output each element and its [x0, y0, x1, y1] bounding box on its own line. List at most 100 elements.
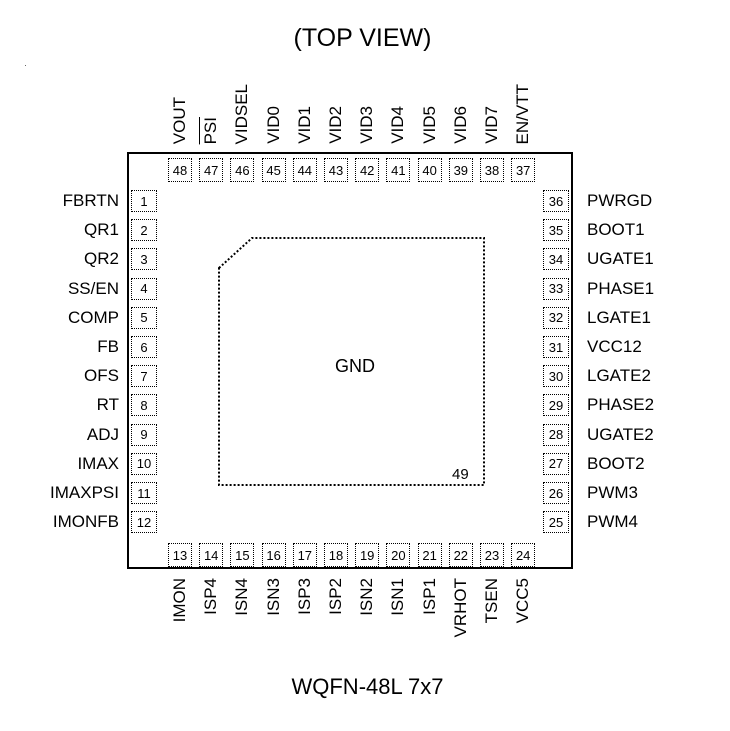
pin-number-box: 20 [386, 543, 411, 567]
pin-label: VRHOT [450, 578, 470, 638]
pin-number-box: 14 [199, 543, 224, 567]
pin-label: VID0 [263, 106, 283, 144]
pin-label: OFS [84, 366, 119, 386]
pin-number-box: 24 [511, 543, 536, 567]
pin-label-wrapper: VID3 [354, 70, 380, 144]
pin-label: ISP2 [326, 578, 345, 615]
pin-number-box: 4 [131, 277, 157, 300]
pin-label-wrapper: VID4 [385, 70, 411, 144]
pin-label: VCC12 [587, 337, 642, 356]
pin-label-wrapper: ISP3 [292, 578, 318, 656]
pin-label: IMAX [77, 453, 119, 473]
pin-number-box: 28 [543, 423, 569, 446]
pin-label: VIDSEL [232, 83, 252, 144]
pin-number-box: 7 [131, 365, 157, 388]
pin-label-wrapper: ISN2 [354, 578, 380, 656]
pin-number-box: 10 [131, 452, 157, 475]
pin-number-box: 15 [230, 543, 255, 567]
pin-label: IMONFB [52, 512, 119, 532]
pin-number-box: 31 [543, 336, 569, 358]
pin-label-wrapper: ISN3 [261, 578, 287, 656]
pin-number-box: 46 [230, 158, 255, 182]
pin-number-box: 25 [543, 511, 569, 534]
pin-label: ISN1 [388, 578, 408, 616]
pin-number-box: 32 [543, 306, 569, 329]
pin-label: ISN4 [232, 578, 252, 616]
pin-label: LGATE1 [587, 307, 651, 327]
pin-label: BOOT1 [587, 220, 645, 240]
pin-number-box: 16 [261, 543, 286, 567]
pin-label-wrapper: VID0 [261, 70, 287, 144]
pin-number-box: 19 [355, 543, 380, 567]
pin-number-box: 40 [417, 158, 442, 182]
pin-label: COMP [68, 307, 119, 327]
pin-number-box: 29 [543, 394, 569, 417]
pin-label-wrapper: VID1 [292, 70, 318, 144]
pin-number-box: 13 [168, 543, 192, 567]
pin-label: ISP4 [201, 578, 221, 615]
pin-label-wrapper: ISP4 [198, 578, 224, 656]
pin-label-wrapper: VID6 [448, 70, 474, 144]
pin-number-box: 23 [480, 543, 504, 567]
pin-number-box: 45 [261, 158, 286, 182]
pin-number-box: 27 [543, 452, 569, 475]
exposed-pad-label: GND [335, 356, 375, 376]
pin-label: EN/VTT [513, 83, 533, 144]
pin-label: PHASE1 [587, 278, 655, 298]
pin-label: IMON [170, 578, 189, 623]
pin-label: QR1 [84, 220, 119, 240]
pin-number-box: 38 [480, 158, 504, 182]
pin-number-box: 12 [131, 511, 157, 534]
pin-number-box: 17 [292, 543, 317, 567]
pin-label: PWRGD [587, 191, 653, 210]
stray-dot [25, 65, 26, 66]
pin-label-wrapper: VCC5 [510, 578, 536, 656]
pin-label: ADJ [86, 424, 119, 444]
pin-label: IMAXPSI [50, 483, 119, 502]
pin-number-box: 18 [324, 543, 348, 567]
pin-label: ISN3 [263, 578, 283, 616]
pin-label: RT [96, 395, 119, 415]
pin-label: UGATE2 [587, 424, 654, 444]
pin-label: TSEN [482, 578, 501, 624]
pin-number-box: 48 [168, 158, 192, 182]
pin-label: ISP3 [294, 578, 314, 615]
pin-label-wrapper: VOUT [167, 70, 193, 144]
pin-label: VID3 [357, 106, 377, 144]
pin-label-wrapper: ISN4 [229, 578, 255, 656]
pin-number-box: 35 [543, 219, 569, 242]
pin-label: PWM3 [587, 483, 638, 502]
pin-label: VID7 [482, 106, 501, 144]
pin-number-box: 33 [543, 277, 569, 300]
pin-label: QR2 [84, 249, 119, 269]
pin-label: FB [97, 337, 119, 356]
pin-label: PSI [201, 116, 221, 144]
pin-label: VCC5 [513, 578, 533, 624]
pin-label-wrapper: VID2 [323, 70, 349, 144]
pin-label: FBRTN [62, 191, 119, 210]
pin-number-box: 42 [355, 158, 380, 182]
pin-label-wrapper: PSI [198, 70, 224, 144]
pin-number-box: 3 [131, 248, 157, 271]
pin-label: BOOT2 [587, 453, 645, 473]
pin-number-box: 39 [448, 158, 473, 182]
pin-number-box: 5 [131, 306, 157, 329]
pin-label-wrapper: EN/VTT [510, 70, 536, 144]
pin-number-box: 2 [131, 219, 157, 242]
pin-number-box: 21 [417, 543, 442, 567]
pin-label-wrapper: TSEN [479, 578, 505, 656]
pin-number-box: 9 [131, 423, 157, 446]
pin-label: VID4 [388, 106, 408, 144]
pin-number-box: 1 [131, 190, 157, 212]
pin-label: UGATE1 [587, 249, 654, 269]
pin-label-wrapper: VID5 [417, 70, 443, 144]
pin-number-box: 41 [386, 158, 411, 182]
pin-label: SS/EN [67, 278, 119, 298]
pin-number-box: 8 [131, 394, 157, 417]
pin-label: LGATE2 [587, 366, 651, 386]
pin-label-wrapper: IMON [167, 578, 193, 656]
pin-label: VID2 [326, 106, 345, 144]
pin-label: VID1 [294, 106, 314, 144]
pin-label-wrapper: ISP2 [323, 578, 349, 656]
